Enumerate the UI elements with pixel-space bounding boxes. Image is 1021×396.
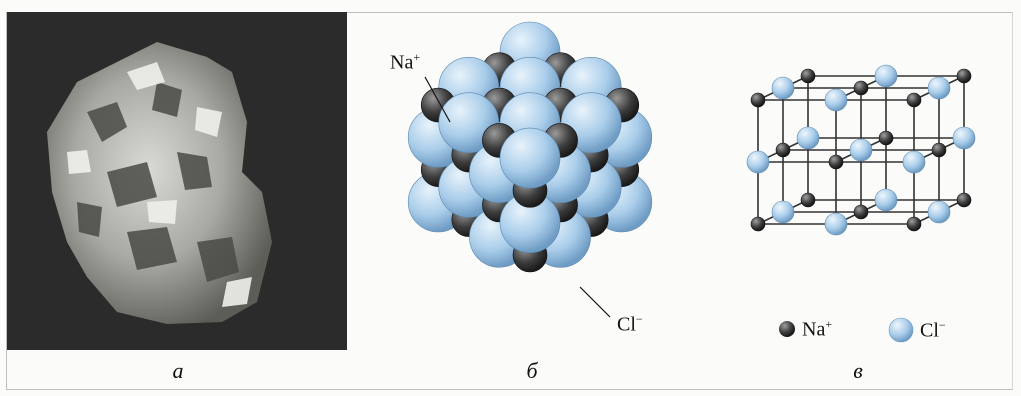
sodium-ion [801,193,815,207]
sodium-ion [751,93,765,107]
na-label: Na+ [390,50,420,75]
sodium-ion [957,193,971,207]
sodium-ion [879,131,893,145]
sodium-ion [776,143,790,157]
sodium-ion [801,69,815,83]
sodium-ion [932,143,946,157]
sodium-ion [751,217,765,231]
lattice-svg [720,12,1010,350]
caption-c: в [838,358,878,384]
cl-label: Cl− [617,312,643,337]
caption-a: а [158,358,198,384]
chloride-ion [875,65,897,87]
chloride-ion [953,127,975,149]
chloride-ion [825,213,847,235]
chloride-ion [772,201,794,223]
halite-photo [7,12,347,350]
chloride-ion [928,201,950,223]
rock-salt-image [7,12,347,350]
chloride-ion [875,189,897,211]
chloride-ion [903,151,925,173]
caption-b: б [512,358,552,384]
chloride-ion [928,77,950,99]
legend-chloride: Cl− [888,317,946,343]
cl-pointer-line [580,287,610,317]
sodium-ion [907,217,921,231]
chloride-ion [825,89,847,111]
chloride-ion [850,139,872,161]
sodium-ion [829,155,843,169]
space-filling-model: Na+ Cl− [355,12,700,350]
sodium-ion [907,93,921,107]
lattice-model: Na+ Cl− [720,12,1010,350]
sodium-ion [854,205,868,219]
sodium-ion [854,81,868,95]
chloride-ion [500,128,560,188]
chloride-swatch-icon [888,317,914,343]
chloride-ion [797,127,819,149]
sodium-swatch-icon [778,320,796,338]
legend-sodium: Na+ [778,317,832,342]
sodium-ion [957,69,971,83]
chloride-ion [747,151,769,173]
chloride-ion [772,77,794,99]
